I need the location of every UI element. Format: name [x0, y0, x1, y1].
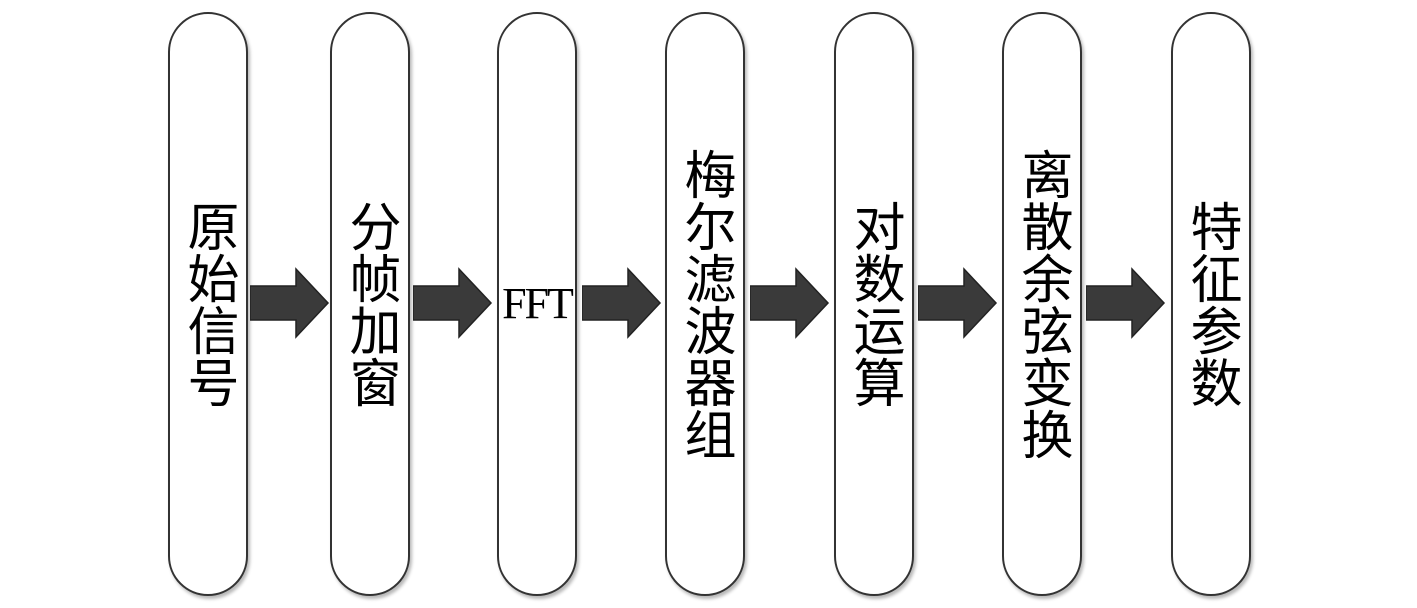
flow-arrow-icon — [750, 267, 830, 339]
step-label: 对数运算 — [844, 200, 904, 408]
step-label: 原始信号 — [178, 200, 238, 408]
step-dct: 离散余弦变换 — [1002, 12, 1082, 596]
step-framing-windowing: 分帧加窗 — [330, 12, 410, 596]
step-logarithm: 对数运算 — [834, 12, 914, 596]
step-label: 分帧加窗 — [340, 200, 400, 408]
step-feature-parameters: 特征参数 — [1171, 12, 1251, 596]
flow-arrow-icon — [582, 267, 662, 339]
step-original-signal: 原始信号 — [168, 12, 248, 596]
step-label: 离散余弦变换 — [1012, 148, 1072, 460]
flow-arrow-icon — [250, 267, 330, 339]
flow-arrow-icon — [918, 267, 998, 339]
flow-arrow-icon — [1086, 267, 1166, 339]
step-fft: FFT — [497, 12, 577, 596]
flow-arrow-icon — [413, 267, 493, 339]
step-label: 特征参数 — [1181, 200, 1241, 408]
step-label: FFT — [502, 279, 574, 328]
step-mel-filter-bank: 梅尔滤波器组 — [665, 12, 745, 596]
step-label: 梅尔滤波器组 — [675, 148, 735, 460]
